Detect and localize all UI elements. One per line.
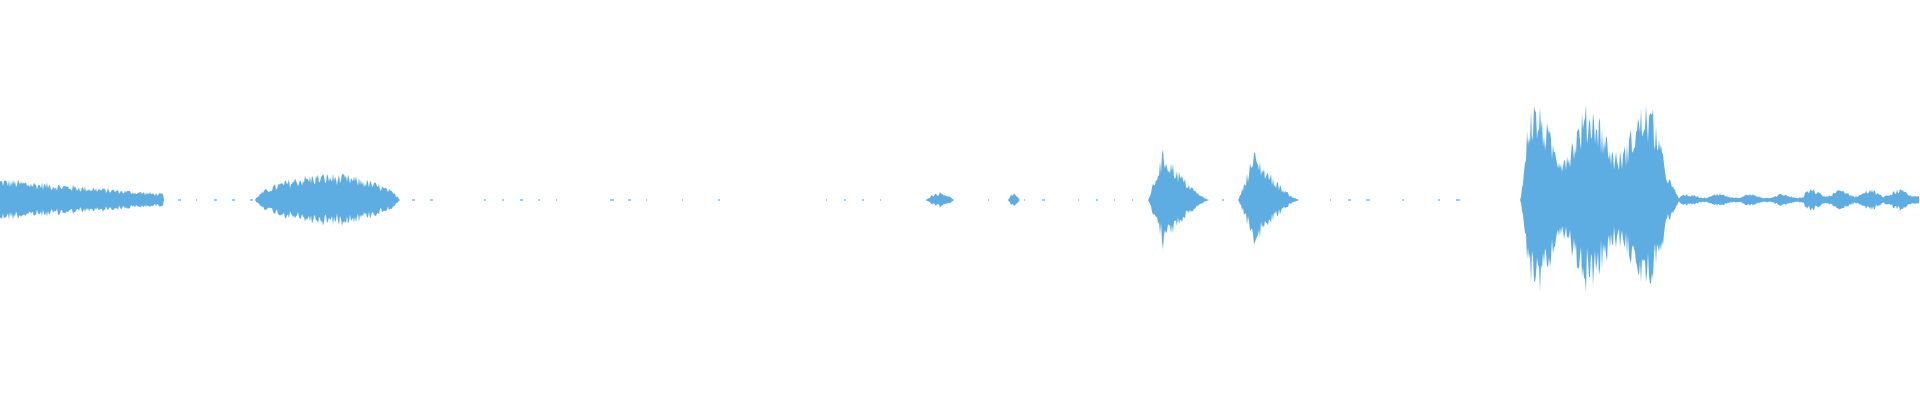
silence-tick [214,199,217,201]
silence-tick [610,199,614,201]
silence-tick [1222,199,1224,201]
silence-tick [502,199,504,201]
silence-tick [232,199,235,201]
silence-tick [520,199,523,201]
silence-tick [1024,199,1025,201]
silence-tick [682,199,683,201]
silence-tick [628,199,631,201]
silence-tick [484,199,486,201]
silence-tick [718,199,720,201]
silence-tick [1402,199,1404,201]
silence-tick [1114,199,1115,201]
silence-tick [412,199,415,201]
waveform-path [0,104,1919,293]
silence-tick [1456,199,1460,201]
silence-tick [1096,199,1098,201]
silence-tick [1438,199,1440,201]
silence-tick [880,199,881,201]
silence-tick [556,199,557,201]
silence-tick [844,199,846,201]
silence-tick [430,199,433,201]
silence-tick [1348,199,1351,201]
silence-tick [196,199,197,201]
silence-tick [988,199,989,201]
silence-tick [538,199,540,201]
silence-tick [178,199,181,201]
silence-tick [250,199,253,201]
silence-tick [1042,199,1045,201]
silence-tick [1330,199,1331,201]
silence-tick [862,199,864,201]
silence-tick [1078,199,1079,201]
silence-tick [826,199,827,201]
silence-tick [1366,199,1370,201]
silence-tick [646,199,647,201]
silence-tick [1132,199,1133,201]
